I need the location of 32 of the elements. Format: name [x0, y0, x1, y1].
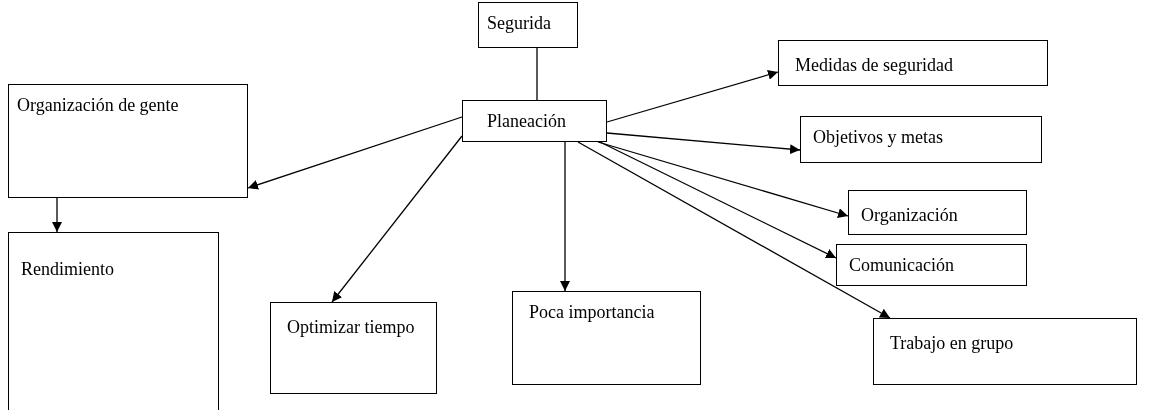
box-text: Planeación: [487, 110, 567, 133]
arrow: [606, 70, 779, 123]
text-box: [478, 2, 578, 48]
arrow: [606, 132, 801, 155]
arrow: [52, 197, 62, 233]
arrow: [247, 116, 463, 190]
box-text: Poca importancia: [529, 301, 656, 324]
arrow: [577, 141, 891, 319]
text-box: [778, 40, 1048, 86]
arrow: [597, 141, 849, 218]
text-box: [512, 291, 701, 385]
connector-line: [536, 47, 538, 101]
box-text: Organización: [861, 204, 959, 227]
box-text: Segurida: [487, 12, 552, 35]
box-text: Trabajo en grupo: [890, 332, 1015, 355]
box-text: Objetivos y metas: [813, 126, 944, 149]
arrow: [331, 135, 463, 303]
box-text: Organización de gente: [17, 94, 180, 117]
box-text: Rendimiento: [21, 258, 115, 281]
box-text: Optimizar tiempo: [287, 316, 416, 339]
arrow: [599, 141, 837, 259]
text-box: [848, 190, 1027, 235]
arrow: [560, 141, 570, 292]
text-box: [8, 232, 219, 410]
text-box: [836, 244, 1027, 286]
box-text: Medidas de seguridad: [795, 54, 954, 77]
text-box: [462, 100, 607, 142]
text-box: [800, 116, 1042, 163]
box-text: Comunicación: [849, 254, 955, 277]
text-box: [873, 318, 1137, 385]
text-box: [8, 84, 248, 198]
text-box: [270, 302, 437, 394]
